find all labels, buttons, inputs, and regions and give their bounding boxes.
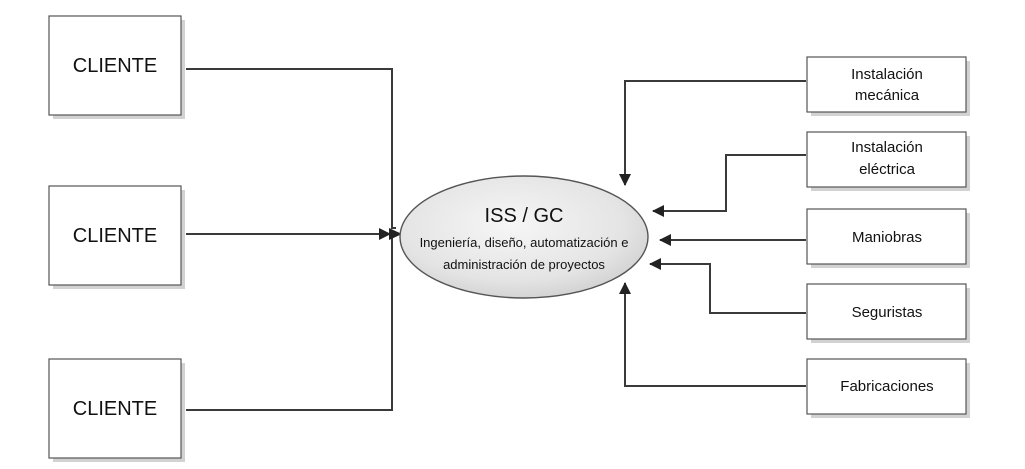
supplier-label: Maniobras	[852, 229, 922, 246]
client-box-3: CLIENTE	[48, 358, 185, 462]
supplier-label: Fabricaciones	[840, 378, 933, 395]
supplier-connectors	[619, 80, 806, 387]
connector-fabricaciones	[619, 282, 806, 387]
supplier-box-maniobras: Maniobras	[806, 208, 970, 268]
center-subtitle-line1: Ingeniería, diseño, automatización e	[420, 235, 629, 250]
client-box-2: CLIENTE	[48, 185, 185, 289]
supplier-label-line1: Instalación	[851, 66, 923, 83]
connector-client-3	[186, 238, 393, 411]
client-label: CLIENTE	[73, 225, 157, 247]
supplier-label-line1: Instalación	[851, 139, 923, 156]
connector-seguristas	[649, 258, 806, 314]
center-title: ISS / GC	[485, 205, 564, 227]
supplier-box-seguristas: Seguristas	[806, 283, 970, 343]
supplier-box-instalacion-mecanica: Instalación mecánica	[806, 56, 970, 116]
connector-instalacion-electrica	[652, 154, 806, 217]
supplier-label-line2: mecánica	[855, 87, 920, 104]
supplier-box-fabricaciones: Fabricaciones	[806, 358, 970, 418]
connector-instalacion-mecanica	[619, 80, 806, 186]
supplier-box-instalacion-electrica: Instalación eléctrica	[806, 131, 970, 191]
center-process: ISS / GC Ingeniería, diseño, automatizac…	[399, 175, 649, 299]
supplier-label: Seguristas	[852, 304, 923, 321]
arrowhead-from-clients	[389, 228, 402, 240]
client-connectors	[186, 68, 402, 411]
supplier-label-line2: eléctrica	[859, 161, 916, 178]
client-label: CLIENTE	[73, 55, 157, 77]
connector-client-1	[186, 68, 396, 229]
client-label: CLIENTE	[73, 398, 157, 420]
center-subtitle-line2: administración de proyectos	[443, 257, 605, 272]
client-box-1: CLIENTE	[48, 15, 185, 119]
